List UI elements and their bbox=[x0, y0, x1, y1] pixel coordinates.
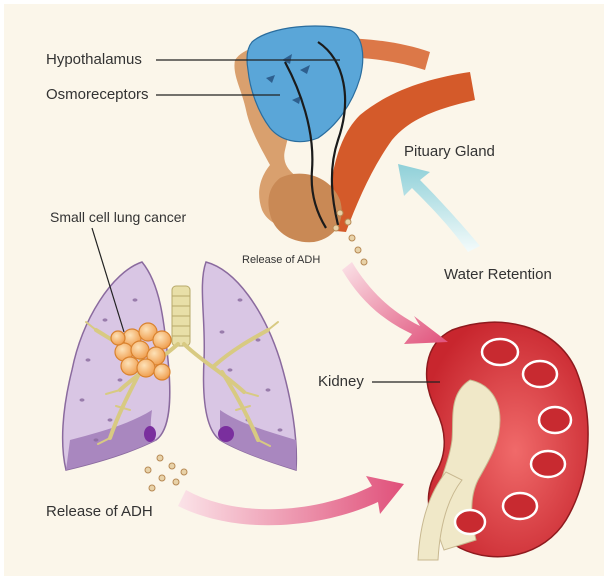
lung-hilum-right bbox=[218, 426, 234, 442]
label-water-retention: Water Retention bbox=[444, 266, 552, 283]
osmoreceptor-neurons bbox=[266, 54, 310, 104]
lungs-illustration bbox=[61, 261, 298, 492]
label-release-adh-bottom: Release of ADH bbox=[46, 503, 153, 520]
hypothalamus-region bbox=[246, 25, 364, 143]
adh-granules-bottom bbox=[144, 454, 188, 492]
bronchial-tree-fine bbox=[85, 321, 279, 447]
label-pituitary-gland: Pituary Gland bbox=[404, 143, 495, 160]
label-small-cell-lung-cancer: Small cell lung cancer bbox=[50, 209, 187, 225]
lung-hilum-left bbox=[144, 426, 156, 442]
arrow-pituitary-to-kidney bbox=[342, 262, 448, 344]
brain-pituitary-illustration bbox=[234, 25, 475, 266]
label-kidney: Kidney bbox=[318, 373, 364, 390]
adh-granules-top bbox=[332, 209, 368, 266]
tumor-cluster bbox=[110, 322, 172, 381]
left-lung-base bbox=[66, 410, 156, 470]
ureter bbox=[417, 471, 463, 561]
label-osmoreceptors: Osmoreceptors bbox=[46, 86, 149, 103]
renal-pelvis bbox=[434, 379, 501, 551]
label-hypothalamus: Hypothalamus bbox=[46, 51, 142, 68]
renal-pyramids bbox=[453, 337, 573, 536]
kidney-illustration bbox=[417, 321, 589, 561]
axon-tract-1 bbox=[284, 61, 327, 229]
axon-tract-2 bbox=[317, 41, 347, 226]
trachea-rings bbox=[172, 295, 190, 337]
leader-lines bbox=[91, 59, 440, 383]
alveoli-dots bbox=[79, 298, 283, 442]
arrow-lungs-to-kidney bbox=[178, 476, 404, 526]
arrow-water-retention bbox=[398, 164, 480, 252]
label-release-adh-top: Release of ADH bbox=[242, 254, 320, 266]
